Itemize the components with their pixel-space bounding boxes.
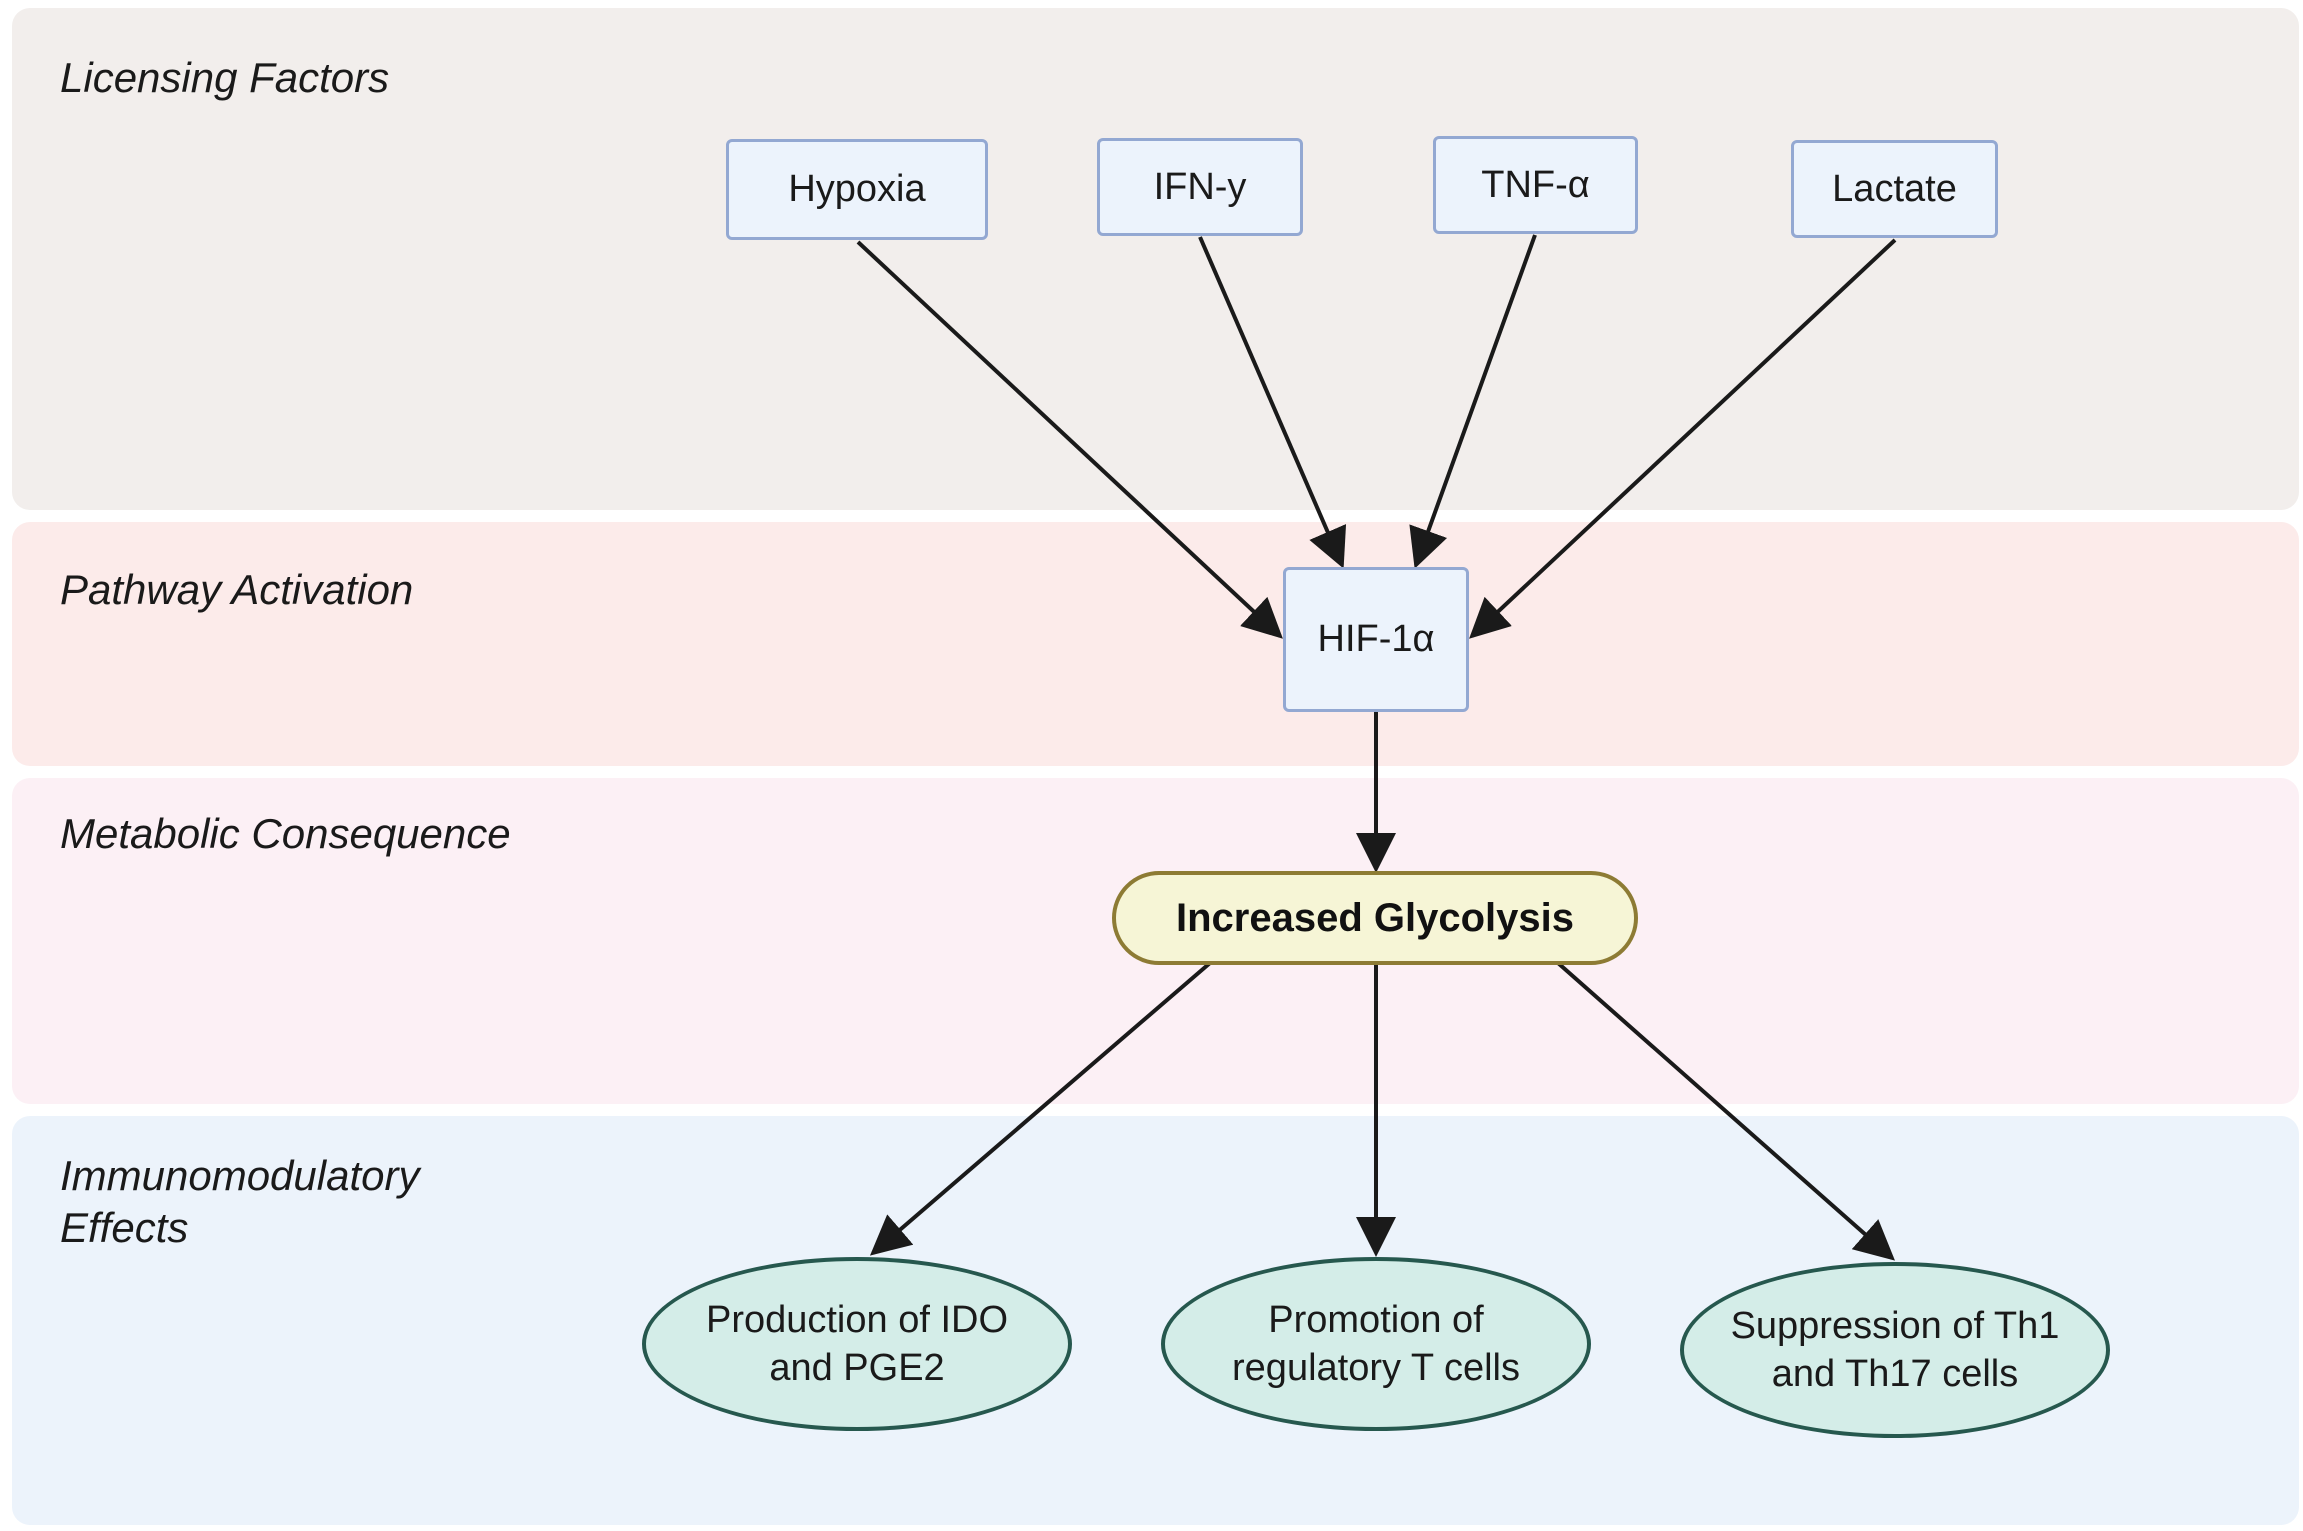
factor-lactate-box: Lactate	[1791, 140, 1998, 238]
arrow-ifn-to-hif	[1198, 236, 1347, 569]
lane-label-licensing-factors: Licensing Factors	[60, 54, 390, 101]
lane-licensing-factors: Licensing Factors	[12, 8, 2299, 510]
factor-hypoxia-box: Hypoxia	[726, 139, 988, 240]
arrow-tnf-to-hif	[1409, 234, 1537, 569]
factor-ifn-gamma-box: IFN-y	[1097, 138, 1303, 236]
effect-regulatory-t-cells-label: Promotion of regulatory T cells	[1232, 1299, 1520, 1389]
arrow-hypoxia-to-hif	[856, 240, 1283, 639]
lane-label-pathway-activation: Pathway Activation	[60, 566, 414, 613]
effect-th1-th17-suppression-label: Suppression of Th1 and Th17 cells	[1730, 1305, 2060, 1395]
effect-regulatory-t-cells-ellipse: Promotion of regulatory T cells	[1161, 1257, 1591, 1431]
effect-th1-th17-suppression-ellipse: Suppression of Th1 and Th17 cells	[1680, 1262, 2110, 1438]
effect-ido-pge2-ellipse: Production of IDO and PGE2	[642, 1257, 1072, 1431]
increased-glycolysis-pill: Increased Glycolysis	[1112, 871, 1638, 965]
lane-label-metabolic-consequence: Metabolic Consequence	[60, 810, 511, 857]
hif-1-alpha-box: HIF-1α	[1283, 567, 1469, 712]
lane-label-immunomodulatory-effects: Immunomodulatory Effects	[60, 1152, 420, 1251]
factor-tnf-alpha-box: TNF-α	[1433, 136, 1638, 234]
effect-ido-pge2-label: Production of IDO and PGE2	[705, 1299, 1009, 1389]
arrow-glycolysis-to-th1	[1556, 961, 1895, 1261]
arrow-lactate-to-hif	[1469, 238, 1897, 639]
arrow-glycolysis-to-ido	[869, 961, 1212, 1256]
lane-pathway-activation: Pathway Activation	[12, 522, 2299, 766]
